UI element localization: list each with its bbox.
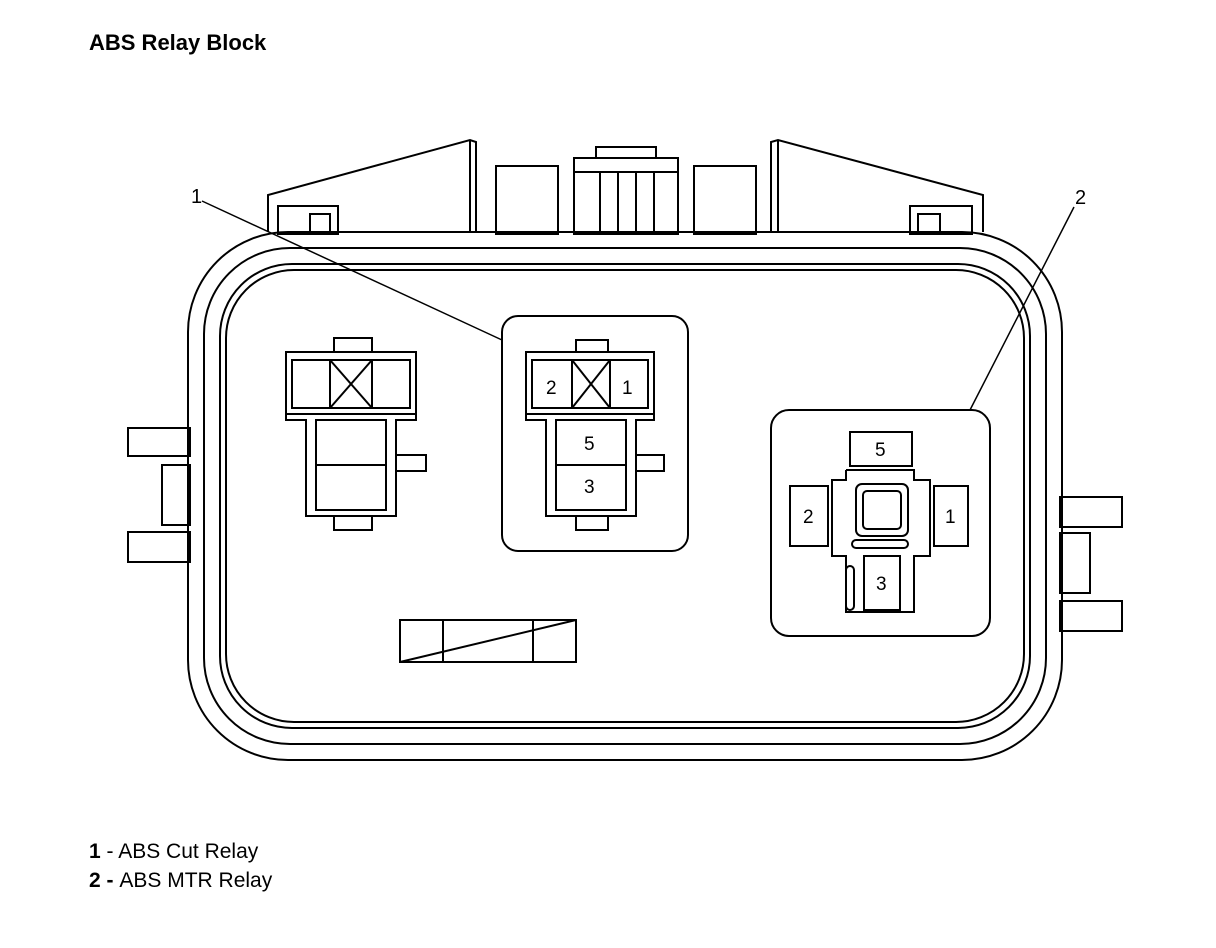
- relay-2-pin-label: 5: [875, 440, 886, 461]
- relay-1-socket: [501, 315, 689, 552]
- top-center-connector: [495, 146, 757, 235]
- diagram-title: ABS Relay Block: [89, 30, 267, 55]
- left-mount-bracket: [267, 138, 477, 235]
- left-side-tabs: [127, 427, 191, 563]
- legend: 1 - ABS Cut Relay 2 - ABS MTR Relay: [89, 837, 272, 895]
- empty-relay-socket: [285, 337, 427, 531]
- callout-1-number: 1: [191, 186, 202, 208]
- callout-1-leader: [201, 200, 503, 341]
- legend-number: 1: [89, 840, 101, 863]
- relay-1-pin-label: 2: [546, 378, 557, 399]
- legend-separator: -: [100, 869, 120, 892]
- right-side-tabs: [1059, 496, 1123, 632]
- relay-2-pin-label: 3: [876, 574, 887, 595]
- legend-label: ABS Cut Relay: [118, 840, 259, 863]
- callout-2-number: 2: [1075, 187, 1086, 209]
- label-plate: [399, 619, 577, 663]
- legend-separator: -: [100, 840, 119, 863]
- relay-1-pin-label: 3: [584, 477, 595, 498]
- right-mount-bracket: [770, 138, 984, 235]
- relay-2-pin-label: 1: [945, 507, 956, 528]
- housing: [187, 231, 1063, 761]
- legend-item: 2 - ABS MTR Relay: [89, 866, 272, 895]
- relay-1-pin-label: 1: [622, 378, 633, 399]
- legend-label: ABS MTR Relay: [119, 869, 273, 892]
- callout-2-leader: [969, 206, 1075, 411]
- relay-2-socket: [770, 409, 991, 637]
- legend-number: 2: [89, 869, 101, 892]
- legend-item: 1 - ABS Cut Relay: [89, 837, 272, 866]
- relay-1-pin-label: 5: [584, 434, 595, 455]
- relay-2-pin-label: 2: [803, 507, 814, 528]
